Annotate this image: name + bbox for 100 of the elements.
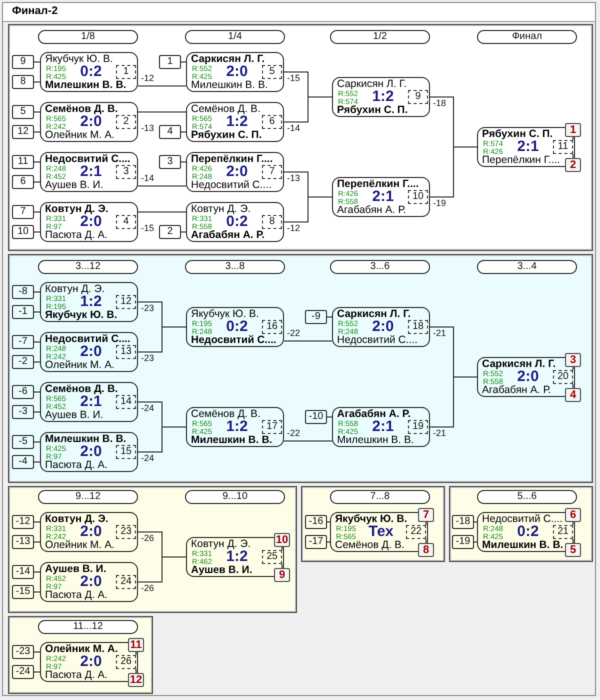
place-badge: 3	[565, 353, 581, 367]
match-card	[186, 307, 284, 347]
player-name: Ковтун Д. Э.	[45, 513, 108, 525]
seed-number: 5	[12, 105, 34, 119]
match-score: 2:0	[80, 344, 102, 360]
match-number: 20	[553, 370, 573, 384]
seed-number: 10	[12, 225, 34, 239]
match-score: 2:0	[79, 114, 102, 130]
match-card	[40, 152, 138, 192]
seed-number: -18	[452, 515, 474, 529]
match-score: 2:1	[80, 164, 102, 180]
match-score: 0:2	[80, 64, 103, 80]
player-name: Саркисян Л. Г.	[482, 358, 556, 370]
match-number: 8	[262, 215, 282, 229]
match-score: 2:1	[79, 394, 102, 410]
place-badge: 10	[274, 533, 290, 547]
match-score: 1:2	[225, 549, 249, 565]
loser-destination-label: -14	[141, 173, 154, 183]
bracket-line	[572, 522, 574, 526]
seed-number: 11	[12, 155, 34, 169]
loser-destination-label: -23	[141, 353, 154, 363]
seed-number: 12	[12, 125, 34, 139]
player-name: Агабабян А. Р.	[337, 204, 406, 216]
match-number: 22	[406, 525, 426, 539]
seed-number: -1	[12, 305, 34, 319]
seed-number: -24	[12, 665, 34, 679]
match-number: 7	[262, 165, 282, 179]
seed-number: -5	[12, 435, 34, 449]
player-name: Пасюта Д. А.	[45, 669, 108, 681]
seed-number: -8	[12, 285, 34, 299]
player-name: Олейник М. А.	[45, 129, 115, 141]
player-name: Аушев В. И.	[45, 409, 104, 421]
match-number: 9	[408, 90, 428, 104]
loser-destination-label: -26	[141, 533, 154, 543]
match-number: 11	[553, 140, 573, 154]
seed-number: 2	[159, 225, 181, 239]
match-score: 1:2	[79, 294, 103, 310]
player-name: Саркисян Л. Г.	[337, 308, 411, 320]
player-name: Олейник М. А.	[45, 359, 115, 371]
round-header: Финал	[477, 30, 577, 44]
seed-number: -16	[305, 515, 327, 529]
player-name: Саркисян Л. Г.	[191, 53, 265, 65]
player-name: Якубчук Ю. В.	[45, 53, 113, 65]
player-name: Аушев В. И.	[45, 563, 106, 575]
player-name: Ковтун Д. Э.	[191, 203, 251, 215]
match-card	[332, 177, 430, 217]
bracket-line	[138, 556, 186, 582]
round-header: 7...8	[330, 490, 430, 504]
bracket-line	[430, 376, 478, 428]
seed-number: -7	[12, 335, 34, 349]
bracket-line	[138, 426, 186, 452]
match-number: 10	[408, 190, 428, 204]
match-card	[186, 102, 284, 142]
bracket-line	[284, 96, 332, 122]
loser-destination-label: -21	[433, 428, 446, 438]
place-badge: 6	[565, 508, 581, 522]
seed-number: -19	[452, 535, 474, 549]
loser-destination-label: -12	[287, 223, 300, 233]
match-number: 19	[408, 420, 428, 434]
seed-number: -2	[12, 355, 34, 369]
match-score: 1:2	[372, 89, 395, 105]
match-score: 2:1	[372, 189, 394, 205]
round-header: 11...12	[38, 620, 138, 634]
place-badge: 4	[565, 388, 581, 402]
player-name: Недосвитий С....	[191, 334, 276, 346]
seed-number: -3	[12, 405, 34, 419]
player-name: Семёнов Д. В.	[45, 383, 118, 395]
match-score: 2:0	[79, 444, 103, 460]
player-name: Ковтун Д. Э.	[45, 203, 108, 215]
place-badge: 2	[565, 158, 581, 172]
place-badge: 8	[418, 543, 434, 557]
match-card	[40, 102, 138, 142]
match-card	[332, 77, 430, 117]
player-name: Пасюта Д. А.	[45, 589, 108, 601]
seed-number: -9	[305, 310, 327, 324]
player-name: Перепёлкин Г....	[482, 154, 560, 166]
seed-number: 3	[159, 155, 181, 169]
player-name: Милешкин В. В.	[482, 539, 564, 551]
match-number: 12	[116, 295, 136, 309]
player-name: Милешкин В. В.	[191, 79, 268, 91]
bracket-line	[138, 326, 186, 352]
match-number: 16	[262, 320, 282, 334]
bracket-line	[284, 340, 332, 342]
player-name: Милешкин В. В.	[45, 433, 126, 445]
bracket-line	[572, 538, 574, 544]
place-badge: 7	[418, 508, 434, 522]
match-score: 2:0	[79, 574, 103, 590]
round-header: 3...4	[477, 260, 577, 274]
bracket-line	[284, 196, 332, 222]
match-score: 2:0	[80, 524, 103, 540]
player-name: Семёнов Д. В.	[335, 539, 404, 551]
round-header: 9...10	[185, 490, 285, 504]
match-score: 0:2	[517, 524, 539, 540]
loser-destination-label: -13	[141, 123, 154, 133]
player-name: Недосвитий С....	[482, 513, 563, 525]
bracket-line	[572, 366, 574, 370]
bracket-line	[430, 146, 478, 198]
match-score: 0:2	[225, 214, 249, 230]
player-name: Семёнов Д. В.	[191, 408, 260, 420]
bracket-line	[326, 316, 332, 318]
